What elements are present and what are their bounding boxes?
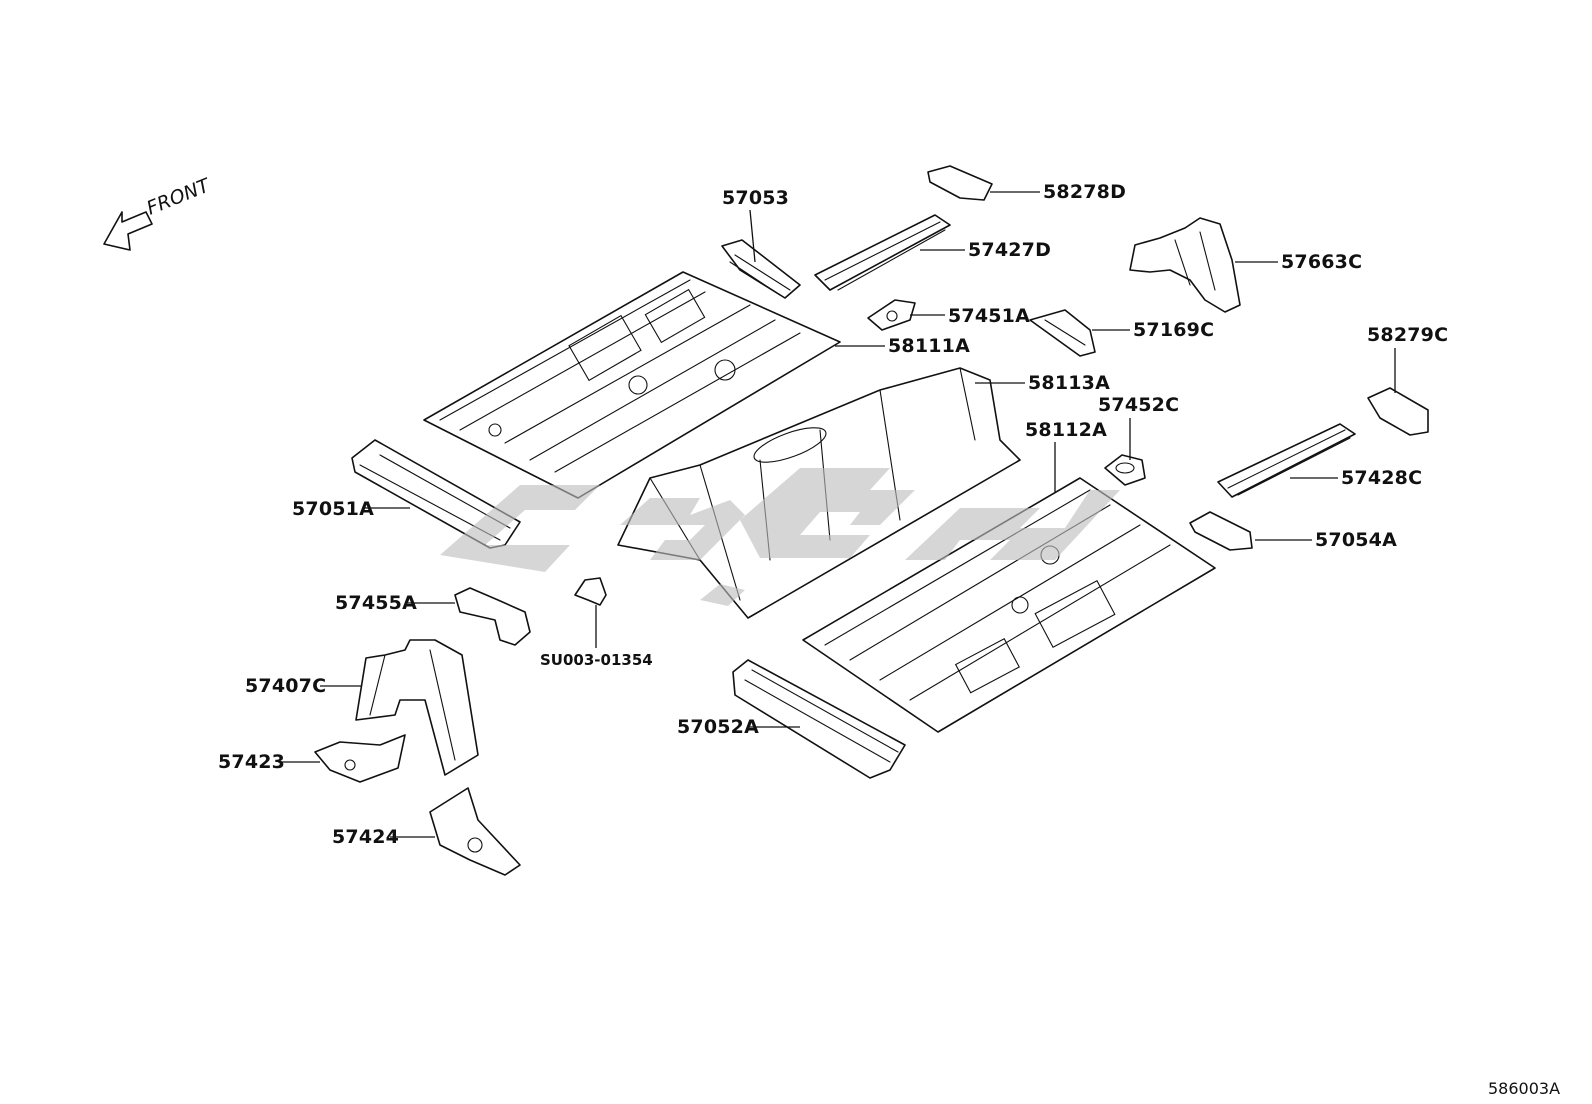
part-58279C-bracket — [1367, 387, 1429, 436]
watermark-logo — [440, 468, 1120, 606]
callout-57423: 57423 — [218, 751, 285, 773]
part-57053-bracket — [721, 239, 801, 299]
part-SU003-01354-clip — [574, 577, 607, 606]
callout-57052A: 57052A — [677, 716, 759, 738]
callout-58112A: 58112A — [1025, 419, 1107, 441]
part-57455A-bracket — [454, 587, 531, 646]
callout-57427D: 57427D — [968, 239, 1051, 261]
callout-57455A: 57455A — [335, 592, 417, 614]
figure-code: 586003A — [1488, 1079, 1560, 1098]
callout-57452C: 57452C — [1098, 394, 1179, 416]
part-57427D-member — [814, 214, 951, 291]
callout-58278D: 58278D — [1043, 181, 1126, 203]
callout-57054A: 57054A — [1315, 529, 1397, 551]
front-arrow-icon — [103, 211, 153, 251]
callout-58279C: 58279C — [1367, 324, 1448, 346]
part-57663C-wheel-house — [1129, 217, 1241, 313]
callout-57663C: 57663C — [1281, 251, 1362, 273]
callout-58113A: 58113A — [1028, 372, 1110, 394]
front-label: FRONT — [144, 174, 214, 220]
part-57451A-plate — [867, 299, 916, 331]
callout-57451A: 57451A — [948, 305, 1030, 327]
part-57452C-cup — [1104, 454, 1146, 486]
callout-57051A: 57051A — [292, 498, 374, 520]
callout-58111A: 58111A — [888, 335, 970, 357]
part-57407C-reinforcement — [355, 639, 479, 776]
part-57052A-sill — [732, 659, 906, 779]
callout-57053: 57053 — [722, 187, 789, 209]
callout-57424: 57424 — [332, 826, 399, 848]
leader-lines — [278, 191, 1396, 838]
part-58111A-front-floor-pan — [423, 271, 841, 499]
callout-57428C: 57428C — [1341, 467, 1422, 489]
leader-57053 — [749, 209, 756, 263]
part-58278D-bracket — [927, 165, 993, 201]
part-57428C-member — [1217, 423, 1356, 498]
callout-labels: 57053 58278D 57427D 57663C 57451A 57169C… — [218, 181, 1448, 848]
part-57423-gusset — [314, 734, 406, 783]
callout-57169C: 57169C — [1133, 319, 1214, 341]
callout-57407C: 57407C — [245, 675, 326, 697]
callout-SU003-01354: SU003-01354 — [540, 651, 653, 669]
part-57169C-bracket — [1029, 309, 1096, 357]
part-57054A-bracket — [1189, 511, 1253, 551]
part-57424-gusset — [429, 787, 521, 876]
